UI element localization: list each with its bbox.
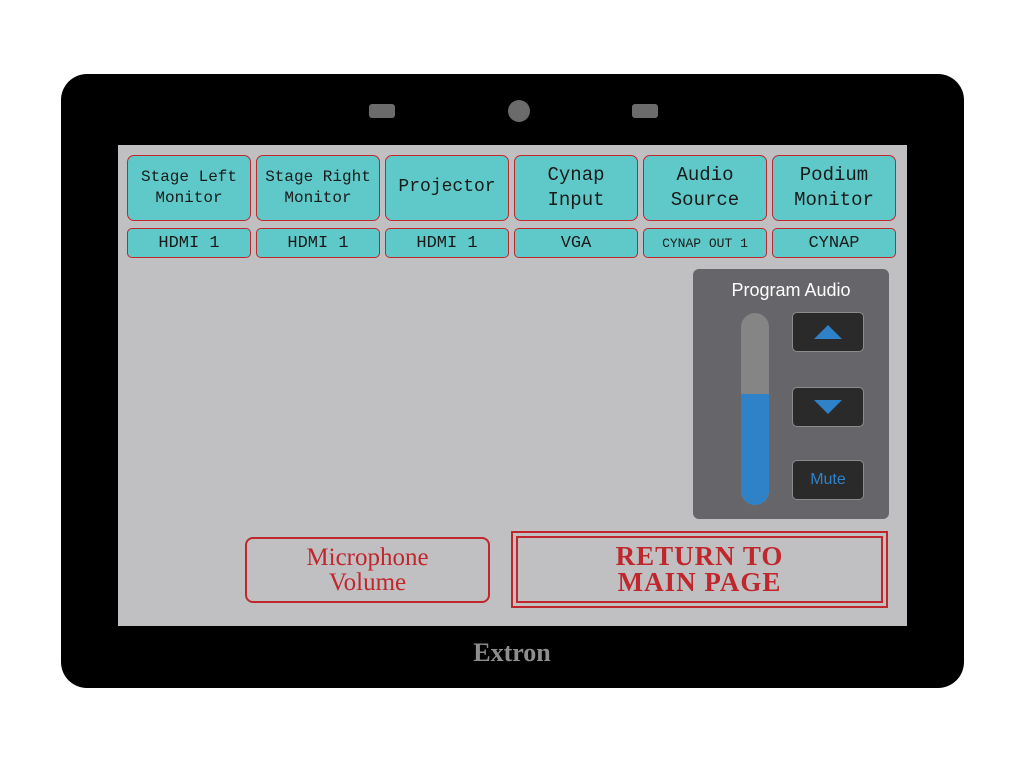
triangle-down-icon bbox=[814, 400, 842, 414]
volume-down-button[interactable] bbox=[792, 387, 864, 427]
source-indicator-stage-right[interactable]: HDMI 1 bbox=[256, 228, 380, 258]
sensor-right-icon bbox=[632, 104, 658, 118]
extron-logo: Extron bbox=[473, 638, 551, 667]
touch-screen: Stage Left Monitor Stage Right Monitor P… bbox=[118, 145, 907, 626]
source-indicator-projector[interactable]: HDMI 1 bbox=[385, 228, 509, 258]
program-audio-panel: Program Audio Mute bbox=[693, 269, 889, 519]
sensor-left-icon bbox=[369, 104, 395, 118]
return-to-main-page-button[interactable]: RETURN TO MAIN PAGE bbox=[511, 531, 888, 608]
output-button-audio-source[interactable]: Audio Source bbox=[643, 155, 767, 221]
volume-level-slider[interactable] bbox=[741, 313, 769, 505]
mute-label: Mute bbox=[810, 471, 846, 488]
source-indicator-cynap-input[interactable]: VGA bbox=[514, 228, 638, 258]
output-button-stage-right[interactable]: Stage Right Monitor bbox=[256, 155, 380, 221]
output-button-projector[interactable]: Projector bbox=[385, 155, 509, 221]
triangle-up-icon bbox=[814, 325, 842, 339]
output-button-cynap-input[interactable]: Cynap Input bbox=[514, 155, 638, 221]
microphone-volume-button[interactable]: Microphone Volume bbox=[245, 537, 490, 603]
output-button-podium-monitor[interactable]: Podium Monitor bbox=[772, 155, 896, 221]
mute-button[interactable]: Mute bbox=[792, 460, 864, 500]
program-audio-title: Program Audio bbox=[731, 280, 851, 300]
camera-icon bbox=[508, 100, 530, 122]
source-indicator-stage-left[interactable]: HDMI 1 bbox=[127, 228, 251, 258]
return-to-main-page-label: RETURN TO MAIN PAGE bbox=[516, 536, 883, 603]
volume-level-fill bbox=[741, 393, 769, 505]
source-indicator-podium-monitor[interactable]: CYNAP bbox=[772, 228, 896, 258]
source-indicator-audio-source[interactable]: CYNAP OUT 1 bbox=[643, 228, 767, 258]
output-button-stage-left[interactable]: Stage Left Monitor bbox=[127, 155, 251, 221]
volume-up-button[interactable] bbox=[792, 312, 864, 352]
